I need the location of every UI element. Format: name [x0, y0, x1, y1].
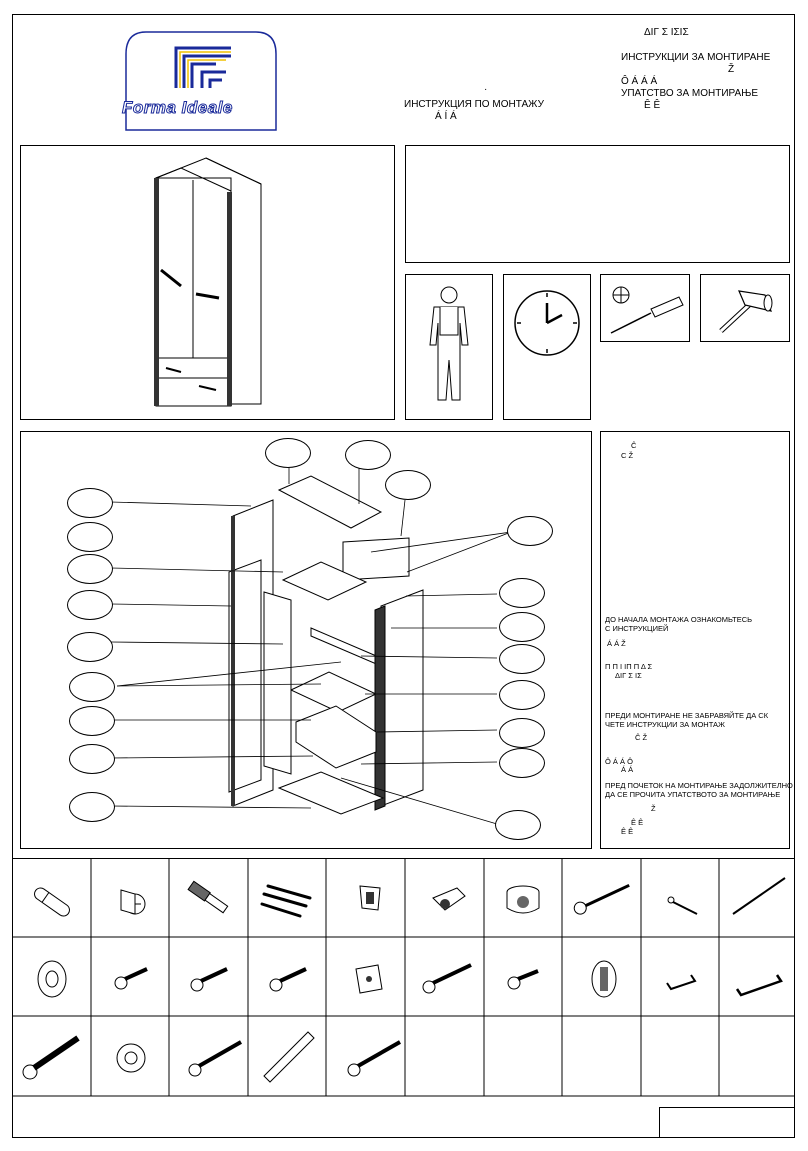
title-ro: Ô Á Á Á: [621, 76, 658, 87]
title-sr: УПАТСТВО ЗА МОНТИРАЊЕ: [621, 88, 758, 99]
hardware-grid: [12, 858, 795, 1097]
title-sr-sub: Ê Ê: [644, 100, 661, 111]
part-callout: [67, 554, 113, 584]
hinge-icon: [432, 887, 466, 911]
logo-text: Forma Ideale: [122, 98, 233, 117]
part-callout: [499, 680, 545, 710]
note-gr-1: Π Π Ι ΙΠ Π Δ Σ: [605, 662, 653, 671]
shelf-rails-icon: [260, 884, 312, 918]
shelf-support-icon: [591, 960, 617, 998]
screw-icon: [190, 967, 228, 992]
title-greek: ΔΙΓ Σ ΙΣΙΣ: [644, 27, 689, 38]
handle-icon: [735, 974, 783, 997]
exploded-view: [110, 468, 512, 825]
cap-washer-icon: [37, 960, 67, 998]
clock-icon: [514, 290, 580, 356]
note-ru-1: ДО НАЧАЛА МОНТАЖА ОЗНАКОМЬТЕСЬ: [605, 615, 753, 624]
title-bg-sub: Ž: [728, 64, 735, 75]
note-cz-2: Á Á: [621, 765, 634, 774]
rod-icon: [732, 877, 786, 915]
long-screw-icon: [573, 883, 630, 915]
note-sr-1: ПРЕД ПОЧЕТОК НА МОНТИРАЊЕ ЗАДОЛЖИТЕЛНО: [605, 781, 793, 790]
notes-box: Ĉ C Ž ДО НАЧАЛА МОНТАЖА ОЗНАКОМЬТЕСЬ С И…: [600, 431, 793, 849]
note-hr: C Ž: [621, 451, 634, 460]
note-hr-2: Ĉ Ž: [635, 733, 648, 742]
screw-icon: [269, 967, 307, 992]
part-callout: [69, 792, 115, 822]
short-screw-icon: [114, 967, 148, 990]
product-image: [20, 145, 395, 420]
logo-shield-icon: [125, 31, 277, 131]
part-callout: [499, 578, 545, 608]
part-callout: [499, 644, 545, 674]
part-callout: [67, 590, 113, 620]
part-callout: [499, 718, 545, 748]
title-ru-dot: ·: [484, 84, 488, 95]
cam-bolt-icon: [187, 880, 229, 914]
part-callout: [67, 488, 113, 518]
wardrobe-icon: [154, 157, 262, 407]
part-callout: [385, 470, 431, 500]
part-callout: [507, 516, 553, 546]
note-cz-1: Ô Á Á Ô: [605, 757, 633, 766]
title-bg: ИНСТРУКЦИИ ЗА МОНТИРАНЕ: [621, 52, 771, 63]
bracket-plate-icon: [355, 964, 383, 994]
cam-lock-icon: [120, 889, 146, 915]
small-handle-icon: [666, 974, 697, 991]
long-wood-screw-icon: [188, 1040, 242, 1077]
worker-icon: [429, 286, 469, 401]
furniture-foot-icon: [506, 885, 540, 914]
note-hr-mark: Ĉ: [631, 441, 637, 450]
title-ru-sub: Á Í Á: [435, 111, 457, 122]
title-ru: ИНСТРУКЦИЯ ПО МОНТАЖУ: [404, 99, 544, 110]
note-bg-1: ПРЕДИ МОНТИРАНЕ НЕ ЗАБРАВЯЙТЕ ДА СК: [605, 711, 769, 720]
part-callout: [69, 672, 115, 702]
hammer-icon: [719, 290, 773, 333]
short-screw-icon: [507, 969, 539, 990]
note-sl-3: Ê Ê: [621, 827, 634, 836]
part-callout: [265, 438, 311, 468]
part-callout: [499, 612, 545, 642]
part-callout: [345, 440, 391, 470]
note-gr-2: ΔΙΓ Σ ΙΣ: [615, 671, 642, 680]
part-callout: [67, 632, 113, 662]
worker-panel: [405, 274, 493, 420]
screwdriver-icon: [610, 286, 684, 334]
note-sr-2: ДА СЕ ПРОЧИТА УПАТСТВОТО ЗА МОНТИРАЊЕ: [605, 790, 781, 799]
bolt-icon: [22, 1035, 80, 1080]
part-callout: [499, 748, 545, 778]
footer-stamp-box: [659, 1107, 795, 1138]
long-wood-screw-icon: [347, 1040, 401, 1077]
part-callout: [495, 810, 541, 840]
info-box: [405, 145, 790, 263]
note-ro: Á Á Ž: [607, 639, 626, 648]
note-sl-2: Ê Ê: [631, 818, 644, 827]
wood-screw-icon: [422, 963, 472, 994]
hardware-grid-lines: [12, 858, 795, 1097]
screwdriver-panel: [600, 274, 690, 342]
part-callout: [69, 706, 115, 736]
part-callout: [69, 744, 115, 774]
note-ru-2: С ИНСТРУКЦИЕЙ: [605, 624, 669, 633]
dowel-icon: [34, 887, 70, 917]
hammer-panel: [700, 274, 790, 342]
hinge-plate-icon: [359, 885, 381, 911]
strip-icon: [263, 1031, 315, 1083]
part-callout: [67, 522, 113, 552]
note-bg-2: ЧЕТЕ ИНСТРУКЦИИ ЗА МОНТАЖ: [605, 720, 725, 729]
note-sl-1: Ž: [651, 804, 656, 813]
parts-diagram: [20, 431, 592, 849]
time-panel: [503, 274, 591, 420]
washer-icon: [116, 1043, 146, 1073]
nail-icon: [667, 896, 698, 915]
logo: Forma Ideale: [116, 26, 286, 136]
